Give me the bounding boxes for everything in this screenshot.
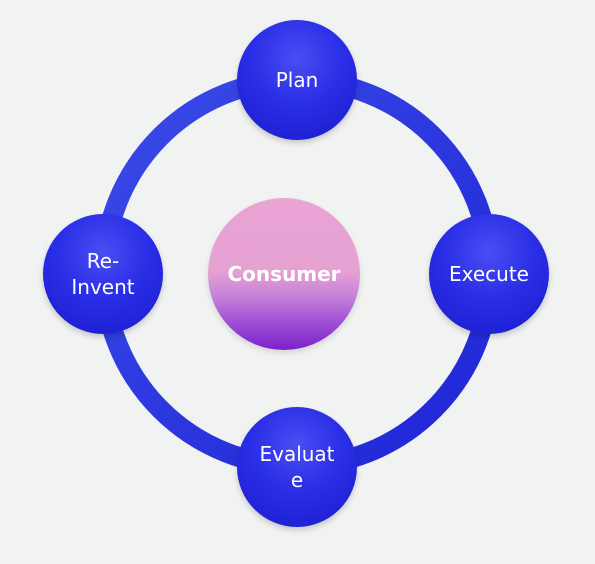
node-evaluate: Evaluat e [237,407,357,527]
node-label-reinvent: Re- Invent [71,249,135,299]
center-label: Consumer [227,262,341,286]
node-plan: Plan [237,20,357,140]
node-reinvent: Re- Invent [43,214,163,334]
node-label-plan: Plan [275,68,319,92]
node-execute: Execute [429,214,549,334]
node-label-execute: Execute [449,262,529,286]
node-label-evaluate: Evaluat e [259,442,335,492]
center-node-consumer: Consumer [208,198,360,350]
